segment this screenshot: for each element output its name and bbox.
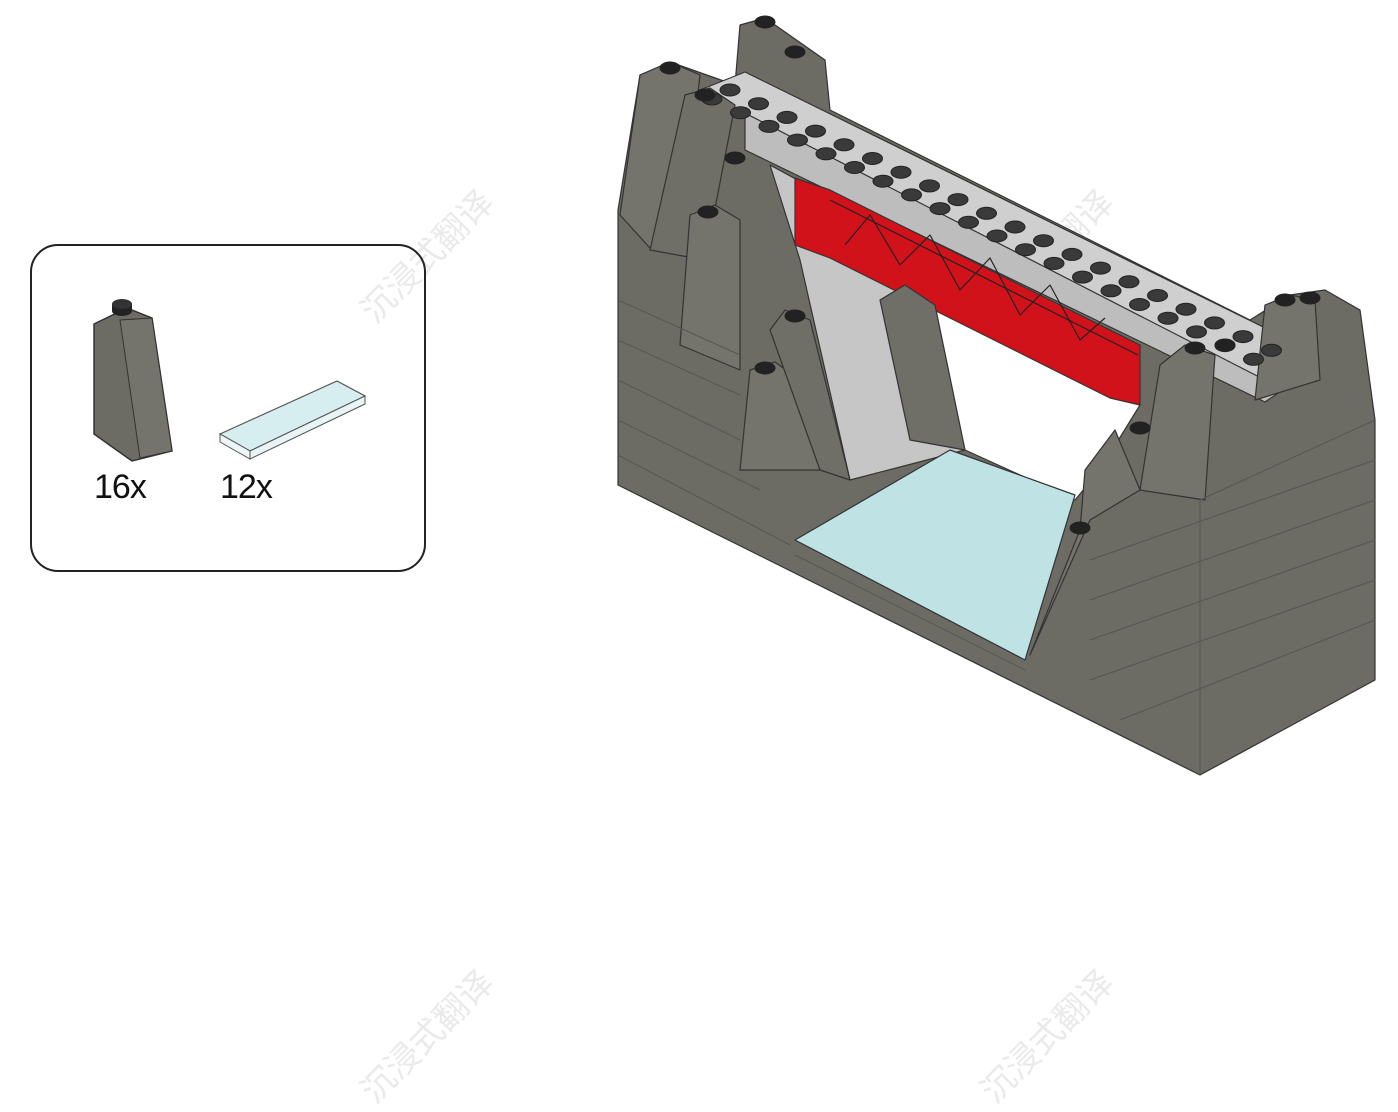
part-quantity: 12x [220,468,273,506]
slope-brick-icon [93,299,173,462]
deck-stud [862,152,883,165]
deck-stud [719,83,741,97]
spire-studs [659,15,1321,535]
deck-stud [805,124,826,138]
deck-stud [872,174,894,188]
spire-stud [1184,341,1206,355]
rock-spire [769,309,851,481]
canyon-bridge-model [617,15,1376,776]
tile-icon [218,380,367,460]
spire-stud [1069,521,1091,535]
spire-stud [697,205,719,219]
water-floor [794,449,1076,661]
parts-callout: 16x 12x [30,244,426,572]
spire-stud [694,88,716,102]
spire-stud [1214,338,1236,352]
deck-stud [1232,330,1254,344]
deck-stud [1090,261,1111,275]
deck-stud [1243,352,1264,366]
deck-stud [1072,270,1093,284]
deck-stud [748,97,769,111]
spire-stud [1299,291,1321,305]
deck-stud [730,106,751,120]
deck-studs [701,83,1282,366]
deck-stud [1004,220,1026,234]
deck-stud [787,133,808,147]
rock-spire [879,284,966,451]
deck-stud [1129,298,1150,311]
spire-stud [784,309,806,323]
deck-stud [1186,325,1207,339]
deck-stud [947,193,969,207]
deck-stud [976,206,997,220]
deck-stud [1118,275,1140,289]
deck-stud [844,161,865,174]
spire-stud [659,61,681,75]
deck-stud [1043,256,1065,270]
deck-stud [776,110,798,124]
deck-stud [1100,284,1122,298]
deck-stud [815,147,837,161]
deck-stud [1015,243,1036,257]
deck-stud [958,215,979,229]
deck-stud [758,119,780,133]
spire-stud [754,15,776,29]
deck-stud [1204,316,1225,330]
deck-stud [1175,302,1197,316]
part-quantity: 16x [94,468,147,506]
deck-stud [901,188,922,202]
rock-spire [679,204,741,371]
parts-illustrations [93,299,367,462]
spire-stud [784,45,806,59]
deck-stud [1061,247,1083,261]
deck-stud [833,138,855,152]
spire-stud [1274,293,1296,307]
deck-stud [1157,311,1179,325]
spire-stud [1129,421,1151,435]
deck-stud [929,202,951,216]
deck-stud [1033,234,1054,248]
spire-stud [754,361,776,375]
deck-stud [1261,343,1282,357]
deck-stud [919,179,940,193]
deck-stud [1147,289,1168,302]
spire-stud [724,151,746,165]
deck-stud [890,165,912,179]
deck-stud [986,229,1008,243]
